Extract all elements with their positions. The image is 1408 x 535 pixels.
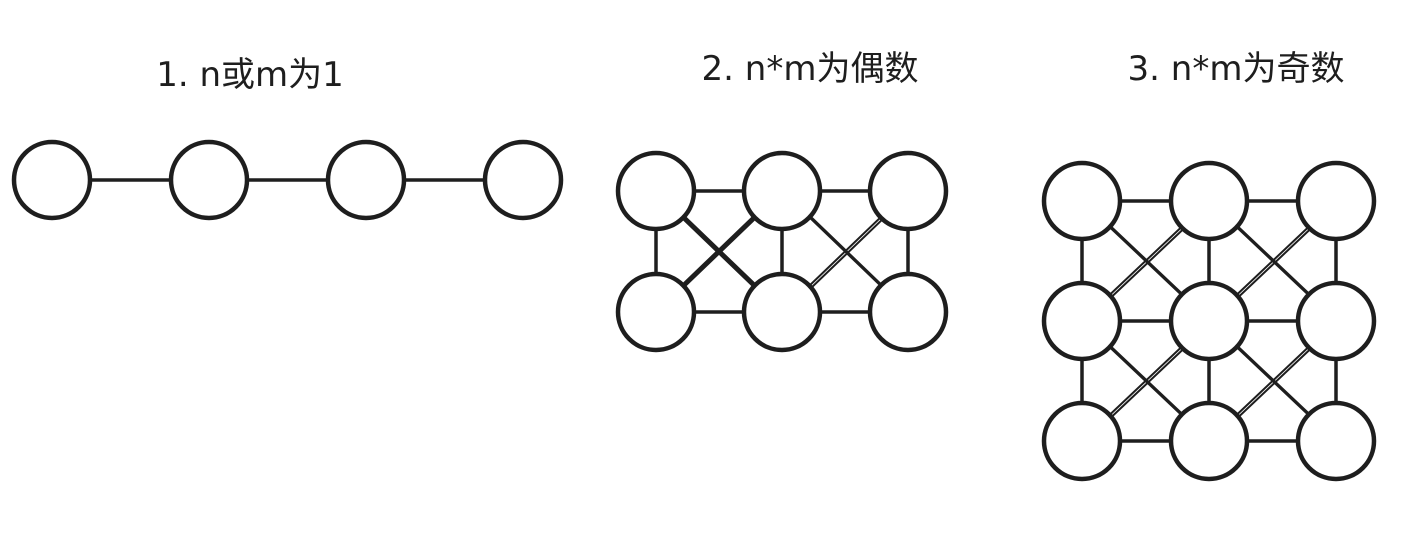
- graph-node: [1295, 160, 1377, 242]
- panel-line: 1. n或m为1: [11, 55, 564, 221]
- graph-node: [615, 271, 697, 353]
- graph-node: [867, 271, 949, 353]
- graph-node: [482, 139, 564, 221]
- caption-even: 2. n*m为偶数: [702, 49, 919, 89]
- graph-node: [168, 139, 250, 221]
- graph-node: [741, 150, 823, 232]
- graph-node: [1041, 160, 1123, 242]
- graph-even: [615, 150, 949, 353]
- graph-odd: [1041, 160, 1377, 482]
- caption-odd: 3. n*m为奇数: [1128, 49, 1345, 89]
- graph-node: [325, 139, 407, 221]
- graph-node: [1168, 160, 1250, 242]
- graph-node: [1168, 280, 1250, 362]
- graph-node: [1295, 280, 1377, 362]
- graph-node: [11, 139, 93, 221]
- graph-line: [11, 139, 564, 221]
- graph-node: [1295, 400, 1377, 482]
- graph-node: [867, 150, 949, 232]
- graph-node: [615, 150, 697, 232]
- graph-node: [1168, 400, 1250, 482]
- panel-odd: 3. n*m为奇数: [1041, 49, 1377, 482]
- panel-even: 2. n*m为偶数: [615, 49, 949, 353]
- graph-node: [1041, 280, 1123, 362]
- caption-line: 1. n或m为1: [156, 55, 344, 95]
- graph-node: [741, 271, 823, 353]
- graph-node: [1041, 400, 1123, 482]
